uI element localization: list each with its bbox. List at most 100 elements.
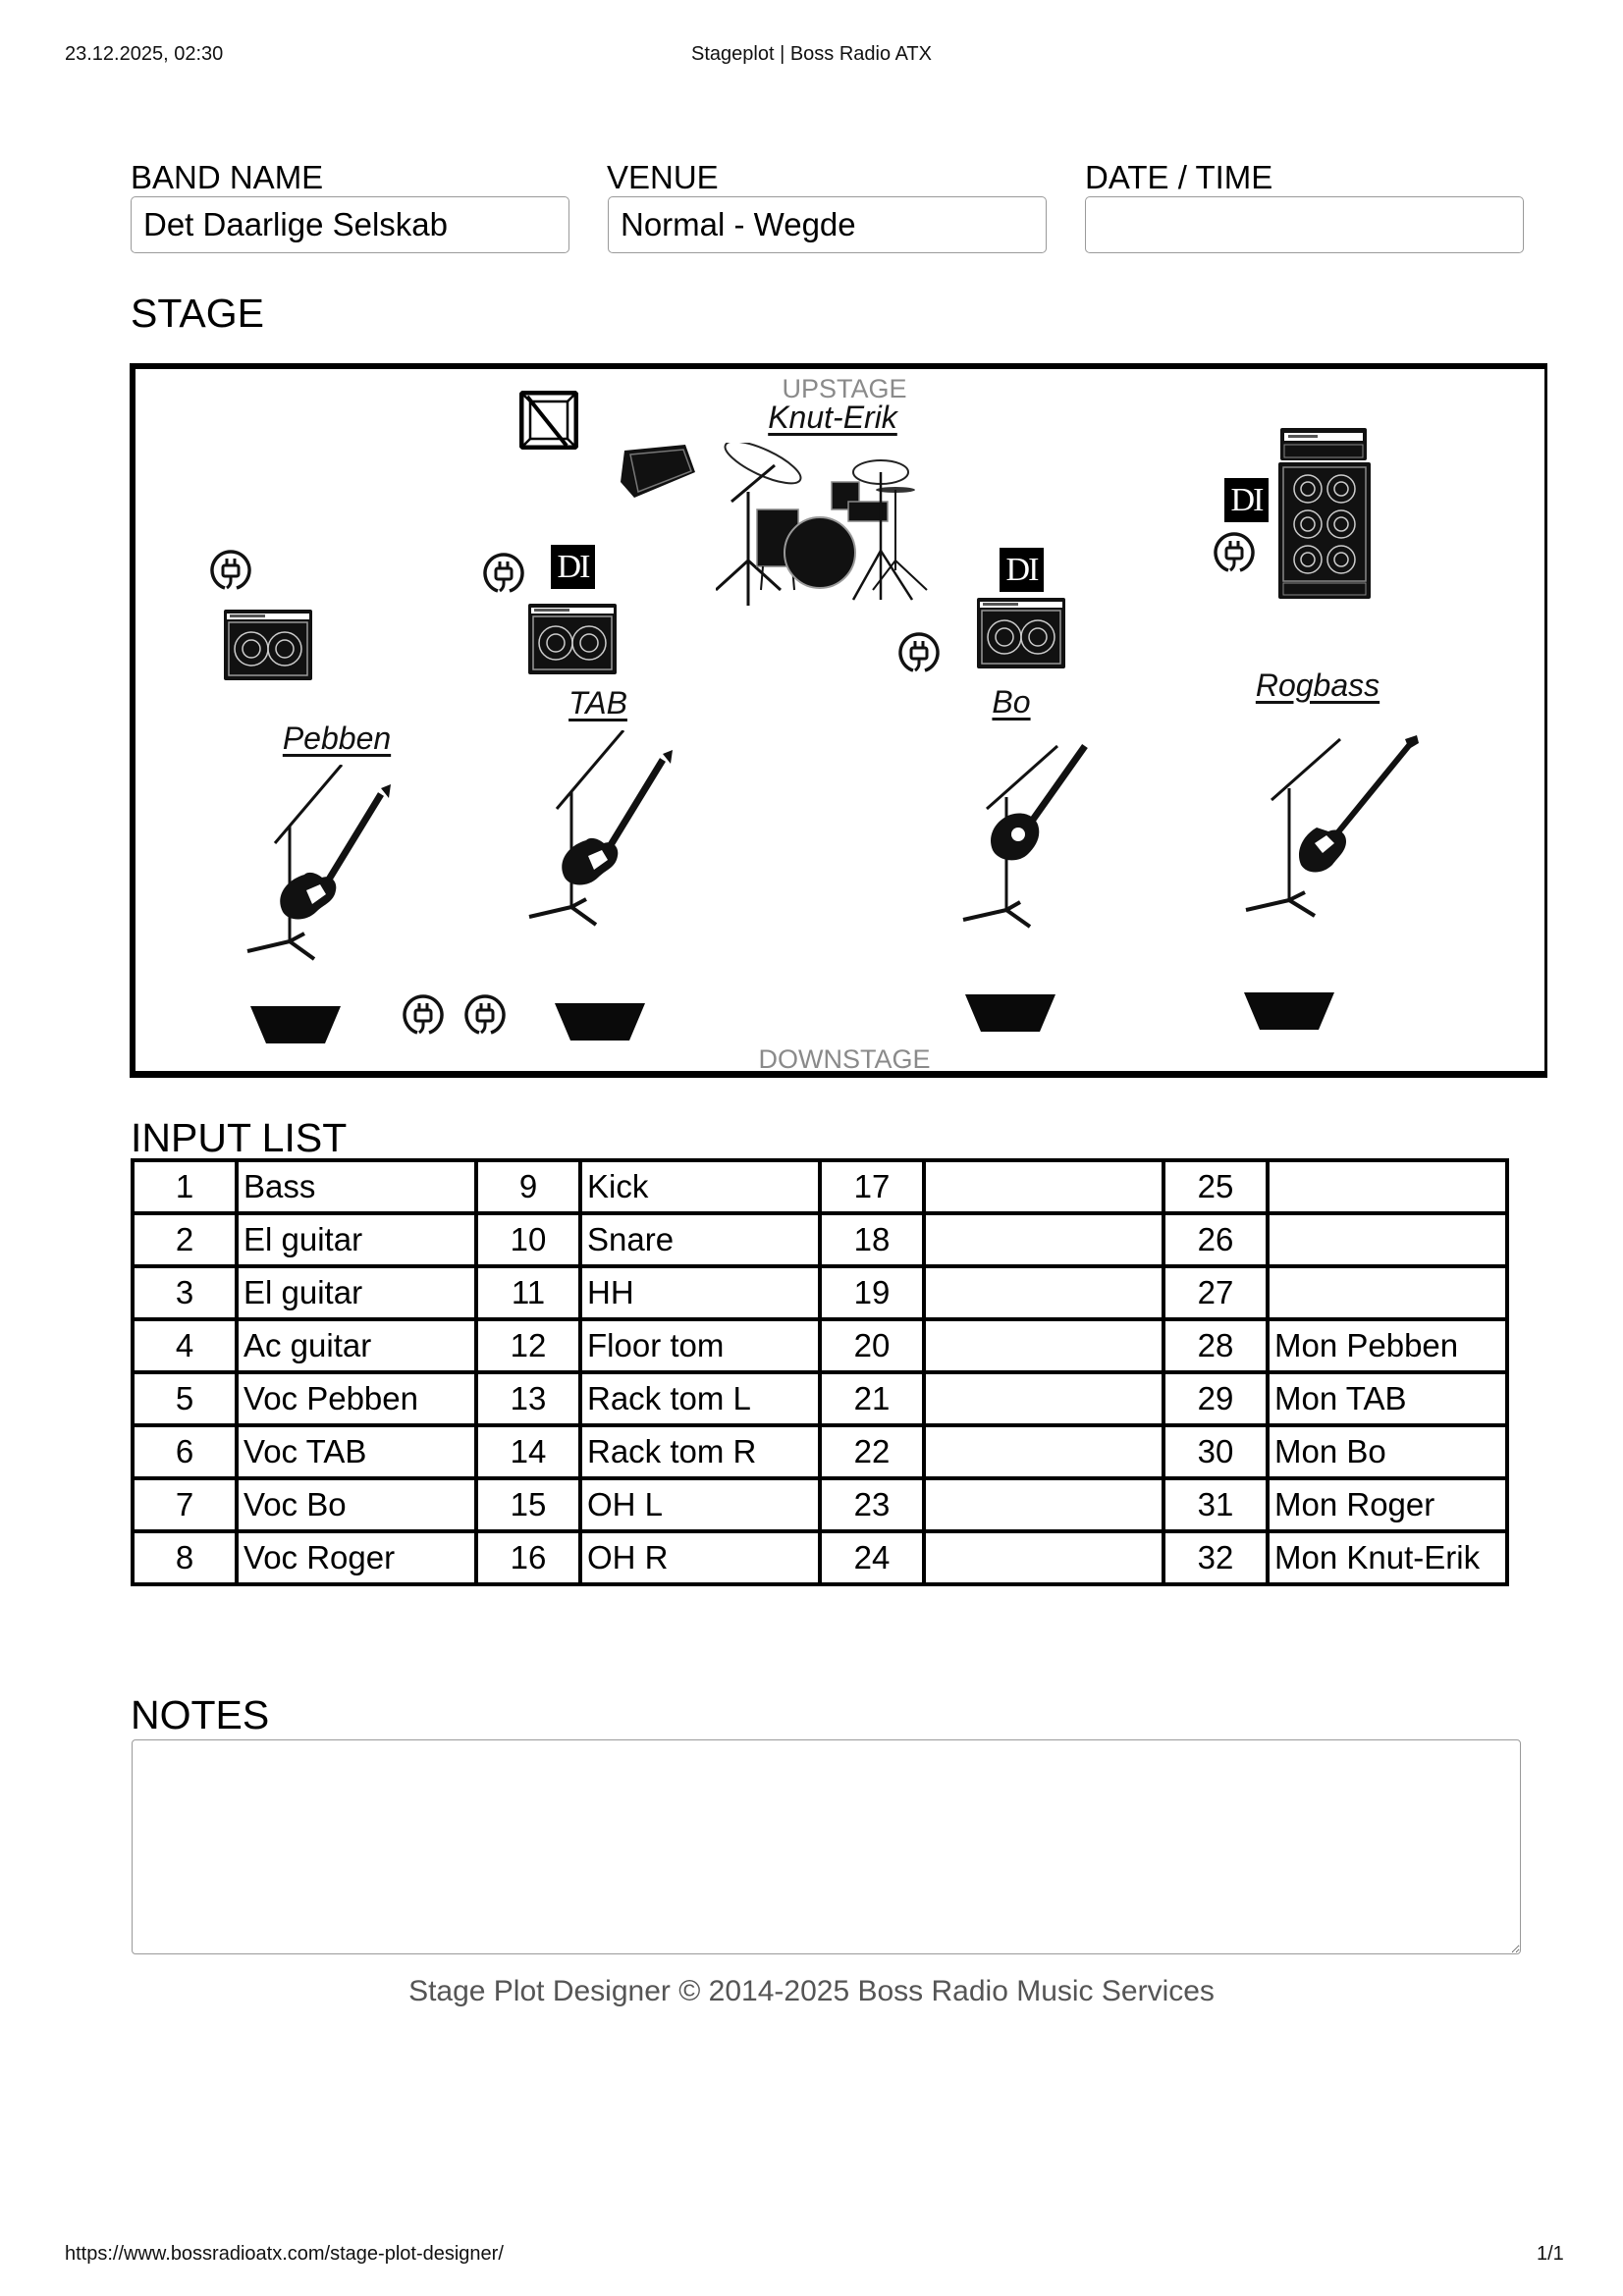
downstage-label: DOWNSTAGE — [758, 1044, 931, 1074]
performer-label-bo[interactable]: Bo — [992, 684, 1031, 720]
channel-name-cell[interactable]: El guitar — [235, 1211, 478, 1268]
band-name-input[interactable]: Det Daarlige Selskab — [131, 196, 569, 253]
channel-number: 6 — [131, 1423, 239, 1480]
channel-name-cell[interactable] — [922, 1370, 1165, 1427]
channel-number: 11 — [474, 1264, 582, 1321]
channel-name-cell[interactable]: Mon Pebben — [1266, 1317, 1509, 1374]
power-outlet-icon[interactable] — [1213, 531, 1256, 574]
performer-label-rogbass[interactable]: Rogbass — [1255, 667, 1380, 703]
plug-icon — [403, 994, 444, 1035]
di-box-icon[interactable]: DI — [1224, 478, 1269, 522]
plug-icon — [464, 994, 506, 1035]
channel-name-cell[interactable] — [922, 1529, 1165, 1586]
channel-name-cell[interactable] — [922, 1264, 1165, 1321]
channel-name-cell[interactable]: Mon Knut-Erik — [1266, 1529, 1509, 1586]
channel-name-cell[interactable]: Mon Roger — [1266, 1476, 1509, 1533]
channel-name-cell[interactable]: Rack tom L — [578, 1370, 822, 1427]
channel-number: 18 — [818, 1211, 926, 1268]
bass-guitar-mic-stand-icon[interactable] — [1244, 733, 1421, 920]
guitar-amp-icon[interactable] — [977, 598, 1065, 668]
channel-name-cell[interactable]: Kick — [578, 1158, 822, 1215]
channel-name-cell[interactable]: Ac guitar — [235, 1317, 478, 1374]
floor-monitor-icon[interactable] — [555, 1003, 645, 1041]
channel-name-cell[interactable]: Snare — [578, 1211, 822, 1268]
channel-name-cell[interactable] — [1266, 1211, 1509, 1268]
channel-number: 23 — [818, 1476, 926, 1533]
channel-name-cell[interactable]: Floor tom — [578, 1317, 822, 1374]
channel-number: 32 — [1162, 1529, 1270, 1586]
channel-name-cell[interactable] — [922, 1317, 1165, 1374]
channel-name-cell[interactable]: Voc Bo — [235, 1476, 478, 1533]
power-outlet-icon[interactable] — [482, 552, 525, 595]
band-name-label: BAND NAME — [131, 159, 324, 195]
notes-textarea[interactable] — [132, 1739, 1521, 1954]
channel-name-cell[interactable]: Voc Roger — [235, 1529, 478, 1586]
channel-name-cell[interactable]: OH L — [578, 1476, 822, 1533]
channel-name-cell[interactable]: El guitar — [235, 1264, 478, 1321]
plug-icon — [1214, 532, 1255, 572]
channel-number: 17 — [818, 1158, 926, 1215]
channel-number: 4 — [131, 1317, 239, 1374]
electric-guitar-mic-stand-icon[interactable] — [245, 765, 393, 961]
channel-name-cell[interactable]: Rack tom R — [578, 1423, 822, 1480]
print-url: https://www.bossradioatx.com/stage-plot-… — [65, 2243, 504, 2265]
guitar-amp-icon[interactable] — [224, 610, 312, 680]
print-page-number: 1/1 — [1537, 2243, 1564, 2265]
channel-name-cell[interactable]: Mon Bo — [1266, 1423, 1509, 1480]
acoustic-guitar-mic-stand-icon[interactable] — [959, 738, 1097, 930]
channel-name-cell[interactable]: HH — [578, 1264, 822, 1321]
di-box-icon[interactable]: DI — [1000, 548, 1044, 592]
floor-monitor-icon[interactable] — [250, 1006, 341, 1043]
floor-monitor-icon[interactable] — [1244, 992, 1334, 1030]
date-time-input[interactable] — [1085, 196, 1524, 253]
channel-number: 15 — [474, 1476, 582, 1533]
riser-box-icon[interactable] — [519, 391, 578, 450]
channel-name-cell[interactable] — [1266, 1158, 1509, 1215]
print-page-title: Stageplot | Boss Radio ATX — [691, 43, 932, 65]
channel-number: 28 — [1162, 1317, 1270, 1374]
channel-number: 31 — [1162, 1476, 1270, 1533]
floor-monitor-icon[interactable] — [965, 994, 1055, 1032]
notes-heading: NOTES — [131, 1692, 270, 1737]
channel-number: 1 — [131, 1158, 239, 1215]
channel-number: 29 — [1162, 1370, 1270, 1427]
stage-heading: STAGE — [131, 291, 264, 336]
plug-icon — [210, 550, 251, 590]
performer-label-tab[interactable]: TAB — [568, 685, 627, 721]
performer-label-pebben[interactable]: Pebben — [282, 721, 392, 756]
channel-name-cell[interactable] — [922, 1158, 1165, 1215]
di-box-icon[interactable]: DI — [551, 545, 595, 589]
channel-number: 9 — [474, 1158, 582, 1215]
power-outlet-icon[interactable] — [463, 993, 507, 1037]
power-outlet-icon[interactable] — [209, 549, 252, 592]
upstage-label: UPSTAGE — [782, 374, 907, 403]
power-outlet-icon[interactable] — [402, 993, 445, 1037]
power-outlet-icon[interactable] — [897, 631, 941, 674]
channel-name-cell[interactable] — [922, 1423, 1165, 1480]
channel-name-cell[interactable] — [922, 1211, 1165, 1268]
channel-name-cell[interactable]: OH R — [578, 1529, 822, 1586]
channel-number: 13 — [474, 1370, 582, 1427]
channel-name-cell[interactable] — [922, 1476, 1165, 1533]
bass-rig-icon[interactable] — [1278, 428, 1371, 599]
channel-number: 2 — [131, 1211, 239, 1268]
electric-guitar-mic-stand-icon[interactable] — [527, 730, 675, 927]
performer-label-knut-erik[interactable]: Knut-Erik — [768, 400, 897, 435]
drum-kit-icon[interactable] — [716, 443, 934, 606]
channel-number: 3 — [131, 1264, 239, 1321]
channel-name-cell[interactable]: Voc TAB — [235, 1423, 478, 1480]
channel-name-cell[interactable]: Voc Pebben — [235, 1370, 478, 1427]
channel-name-cell[interactable]: Mon TAB — [1266, 1370, 1509, 1427]
wedge-monitor-icon[interactable] — [617, 443, 697, 500]
plug-icon — [483, 553, 524, 593]
channel-number: 19 — [818, 1264, 926, 1321]
channel-name-cell[interactable] — [1266, 1264, 1509, 1321]
venue-input[interactable]: Normal - Wegde — [608, 196, 1047, 253]
input-list-heading: INPUT LIST — [131, 1115, 348, 1160]
copyright-footer: Stage Plot Designer © 2014-2025 Boss Rad… — [408, 1975, 1215, 2007]
channel-name-cell[interactable]: Bass — [235, 1158, 478, 1215]
guitar-amp-icon[interactable] — [528, 604, 617, 674]
